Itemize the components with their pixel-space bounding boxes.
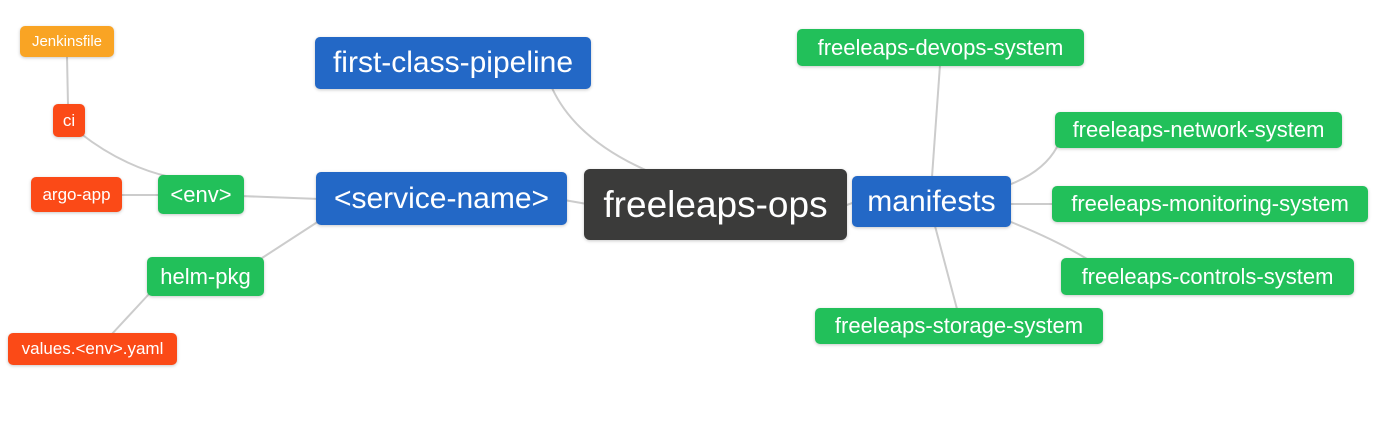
node-freeleaps-ops[interactable]: freeleaps-ops bbox=[584, 169, 847, 240]
edge-manifests-storage-system bbox=[934, 225, 958, 310]
edge-helm-pkg-values bbox=[110, 293, 150, 336]
node-values-env-yaml[interactable]: values.<env>.yaml bbox=[8, 333, 177, 365]
node-service-name[interactable]: <service-name> bbox=[316, 172, 567, 225]
edge-env-ci bbox=[79, 132, 171, 178]
node-freeleaps-devops-system[interactable]: freeleaps-devops-system bbox=[797, 29, 1084, 66]
node-manifests[interactable]: manifests bbox=[852, 176, 1011, 227]
node-freeleaps-monitoring-system[interactable]: freeleaps-monitoring-system bbox=[1052, 186, 1368, 222]
node-argo-app[interactable]: argo-app bbox=[31, 177, 122, 212]
node-freeleaps-controls-system[interactable]: freeleaps-controls-system bbox=[1061, 258, 1354, 295]
node-freeleaps-network-system[interactable]: freeleaps-network-system bbox=[1055, 112, 1342, 148]
edge-root-first-class-pipeline bbox=[551, 87, 651, 173]
edge-ci-jenkinsfile bbox=[66, 55, 69, 106]
edge-manifests-controls-system bbox=[1010, 221, 1088, 260]
node-freeleaps-storage-system[interactable]: freeleaps-storage-system bbox=[815, 308, 1103, 344]
edge-root-service-name bbox=[563, 199, 588, 205]
edge-manifests-network-system bbox=[1010, 146, 1058, 185]
node-helm-pkg[interactable]: helm-pkg bbox=[147, 257, 264, 296]
edge-service-name-env bbox=[239, 195, 321, 200]
node-ci[interactable]: ci bbox=[53, 104, 85, 137]
node-jenkinsfile[interactable]: Jenkinsfile bbox=[20, 26, 114, 57]
edge-service-name-helm-pkg bbox=[261, 220, 320, 259]
node-first-class-pipeline[interactable]: first-class-pipeline bbox=[315, 37, 591, 89]
edge-manifests-devops-system bbox=[931, 64, 941, 178]
node-env[interactable]: <env> bbox=[158, 175, 244, 214]
